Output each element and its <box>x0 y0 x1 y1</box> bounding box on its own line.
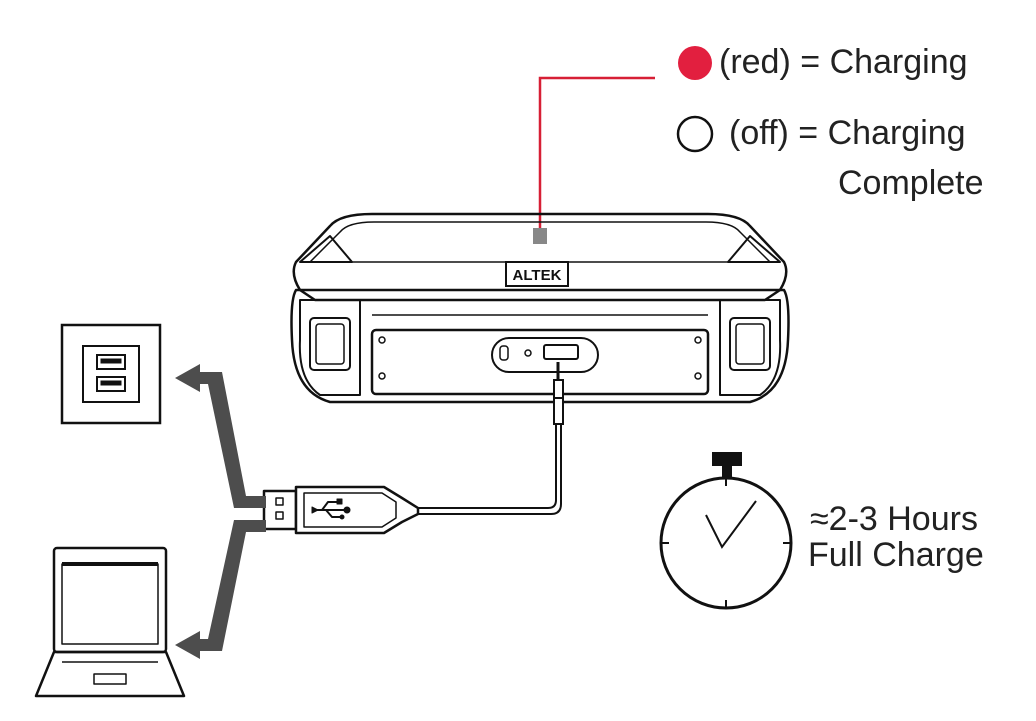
led-leader-line <box>538 76 655 228</box>
svg-text:ALTEK: ALTEK <box>513 267 562 284</box>
legend-charging-meaning: Charging <box>829 43 968 81</box>
off-led-dot <box>676 115 714 153</box>
legend-charging-state: (red) <box>719 43 791 81</box>
legend-complete-meaning-line2: Complete <box>838 164 984 202</box>
legend-charging: (red) = Charging <box>719 45 968 79</box>
arrow-to-wall-socket <box>175 364 266 508</box>
full-charge-label: Full Charge <box>808 536 984 574</box>
red-led-dot <box>678 46 712 80</box>
device-logo: ALTEK <box>505 261 569 287</box>
arrow-to-laptop <box>175 520 266 659</box>
legend-complete-meaning-line1: Charging <box>827 114 966 152</box>
laptop-icon <box>34 546 186 698</box>
power-bank-icon <box>290 212 790 404</box>
stopwatch-icon <box>659 452 793 610</box>
charge-cable <box>418 362 564 515</box>
charge-time-label: ≈2-3 Hours <box>810 500 978 538</box>
usb-plug-icon <box>262 485 420 535</box>
legend-complete-state: (off) <box>729 114 789 152</box>
legend-complete-equals: = <box>798 114 819 152</box>
legend-charging-equals: = <box>800 43 821 81</box>
legend-complete: (off) = Charging <box>729 116 966 150</box>
led-indicator <box>533 228 547 244</box>
wall-usb-socket-icon <box>60 323 162 425</box>
